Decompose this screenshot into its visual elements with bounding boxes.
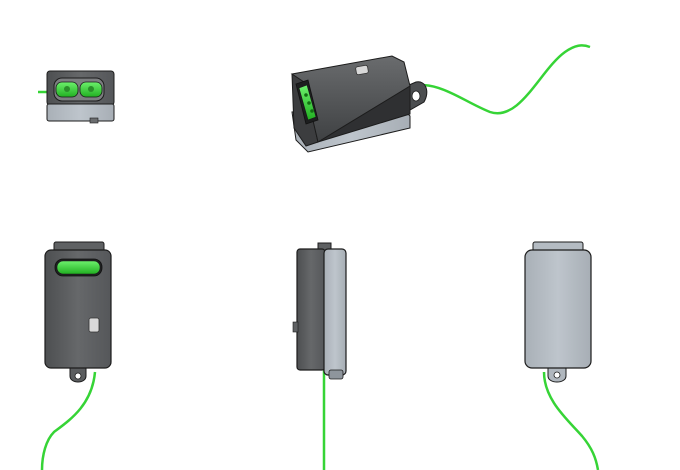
screw-tab xyxy=(89,117,99,124)
housing-base xyxy=(323,248,347,376)
cable xyxy=(40,371,97,470)
led-dot xyxy=(304,93,308,97)
isometric-view xyxy=(290,44,591,153)
housing-body xyxy=(44,249,112,369)
hang-loop-hole xyxy=(74,372,82,380)
side-clip xyxy=(292,321,299,333)
led-dot xyxy=(310,109,314,113)
front-view xyxy=(40,241,112,470)
cable xyxy=(542,371,600,470)
led-dot xyxy=(307,101,311,105)
housing-base xyxy=(46,103,115,122)
hang-loop-hole xyxy=(411,90,421,102)
back-view xyxy=(524,241,600,470)
housing-upper xyxy=(296,248,326,371)
green-led-window-icon xyxy=(56,260,101,275)
push-button-icon xyxy=(88,317,100,333)
cable xyxy=(407,44,591,115)
housing-back-body xyxy=(524,249,592,369)
led-dot xyxy=(64,86,70,92)
led-dot xyxy=(88,86,94,92)
push-button-icon xyxy=(355,64,369,76)
hang-loop-icon xyxy=(328,369,344,380)
end-view xyxy=(38,70,115,124)
side-view xyxy=(292,242,347,470)
hang-loop-hole xyxy=(553,371,561,379)
